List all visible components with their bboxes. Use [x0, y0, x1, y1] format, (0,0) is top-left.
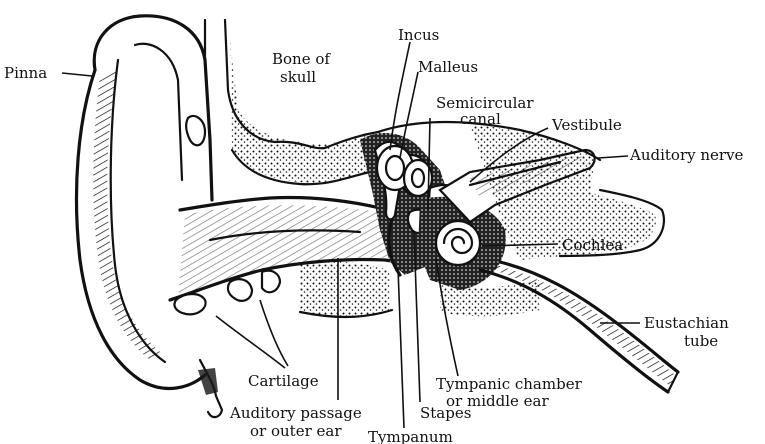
label-vestibule: Vestibule [551, 116, 622, 134]
label-incus: Incus [398, 26, 439, 44]
label-tympanum: Tympanum [368, 428, 453, 444]
label-auditory-nerve: Auditory nerve [629, 146, 744, 164]
label-tympanic-1: Tympanic chamber [436, 375, 583, 393]
label-tympanic-2: or middle ear [446, 392, 549, 410]
label-auditory-passage-2: or outer ear [250, 422, 342, 440]
label-malleus: Malleus [418, 58, 478, 76]
label-eustachian-1: Eustachian [644, 314, 729, 332]
label-eustachian-2: tube [684, 332, 718, 350]
label-pinna: Pinna [4, 64, 47, 82]
label-bone-of-skull-2: skull [280, 68, 316, 86]
label-semicircular-2: canal [460, 110, 501, 128]
label-cartilage: Cartilage [248, 372, 319, 390]
label-bone-of-skull-1: Bone of [272, 50, 331, 68]
label-cochlea: Cochlea [562, 236, 623, 254]
label-auditory-passage-1: Auditory passage [229, 404, 362, 422]
